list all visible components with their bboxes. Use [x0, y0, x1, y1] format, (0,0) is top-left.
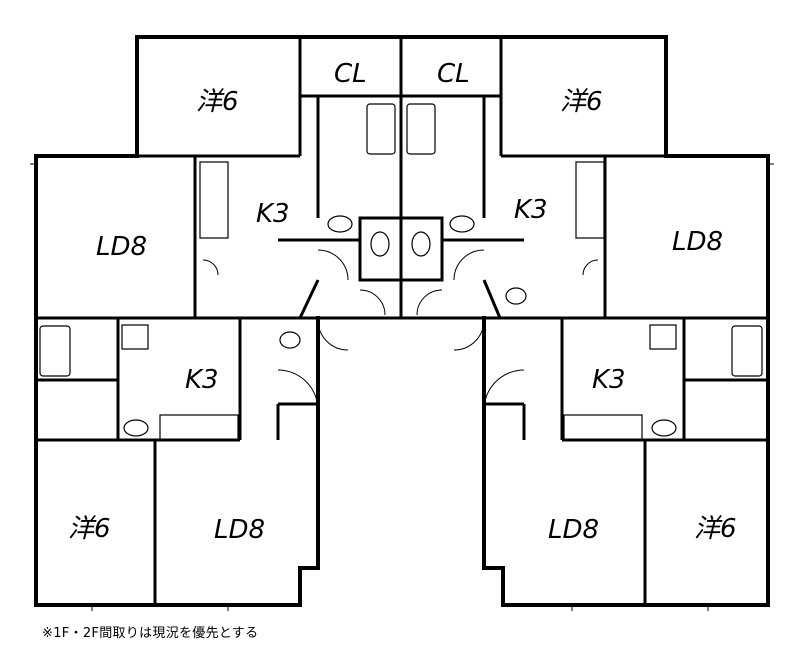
floor-plan-note: ※1F・2F間取りは現況を優先とする: [42, 626, 259, 641]
room-label-western-top-right: 洋6: [560, 87, 603, 117]
kitchen-counter-icon: [199, 161, 229, 239]
bathtub-icon: [366, 103, 396, 155]
room-label-ld8-upper-left: LD8: [96, 232, 147, 262]
bathtub-icon: [39, 325, 71, 377]
kitchen-counter-icon: [575, 161, 605, 239]
room-label-k3-lower-right: K3: [592, 365, 626, 395]
kitchen-counter-icon: [563, 414, 643, 441]
window-ticks: [30, 163, 774, 611]
toilet-icon: [279, 331, 301, 349]
fixtures: [39, 103, 763, 441]
kitchen-counter-icon: [159, 414, 239, 441]
room-label-western-bottom-right: 洋6: [694, 514, 737, 544]
sink-icon: [651, 419, 677, 437]
toilet-icon: [370, 231, 390, 257]
interior-walls: [36, 37, 768, 605]
room-label-k3-upper-left: K3: [256, 199, 290, 229]
room-label-cl-right: CL: [437, 59, 470, 89]
door-swings: [202, 249, 599, 411]
room-label-k3-lower-left: K3: [185, 365, 219, 395]
sink-icon: [327, 215, 353, 233]
room-label-ld8-upper-right: LD8: [672, 227, 723, 257]
room-labels: 洋6 CL CL 洋6 K3 K3 LD8 LD8 K3 K3 洋6 LD8 L…: [68, 59, 737, 545]
room-label-western-bottom-left: 洋6: [68, 514, 111, 544]
room-label-ld8-lower-left: LD8: [214, 515, 265, 545]
sink-icon: [123, 419, 149, 437]
hatched-box-icon: [649, 324, 677, 350]
bathtub-icon: [406, 103, 436, 155]
toilet-icon: [505, 287, 527, 305]
sink-icon: [449, 215, 475, 233]
bathtub-icon: [731, 325, 763, 377]
hatched-box-icon: [121, 324, 149, 350]
room-label-ld8-lower-right: LD8: [548, 515, 599, 545]
room-label-cl-left: CL: [334, 59, 367, 89]
room-label-k3-upper-right: K3: [514, 195, 548, 225]
toilet-icon: [411, 231, 431, 257]
room-label-western-top-left: 洋6: [196, 87, 239, 117]
